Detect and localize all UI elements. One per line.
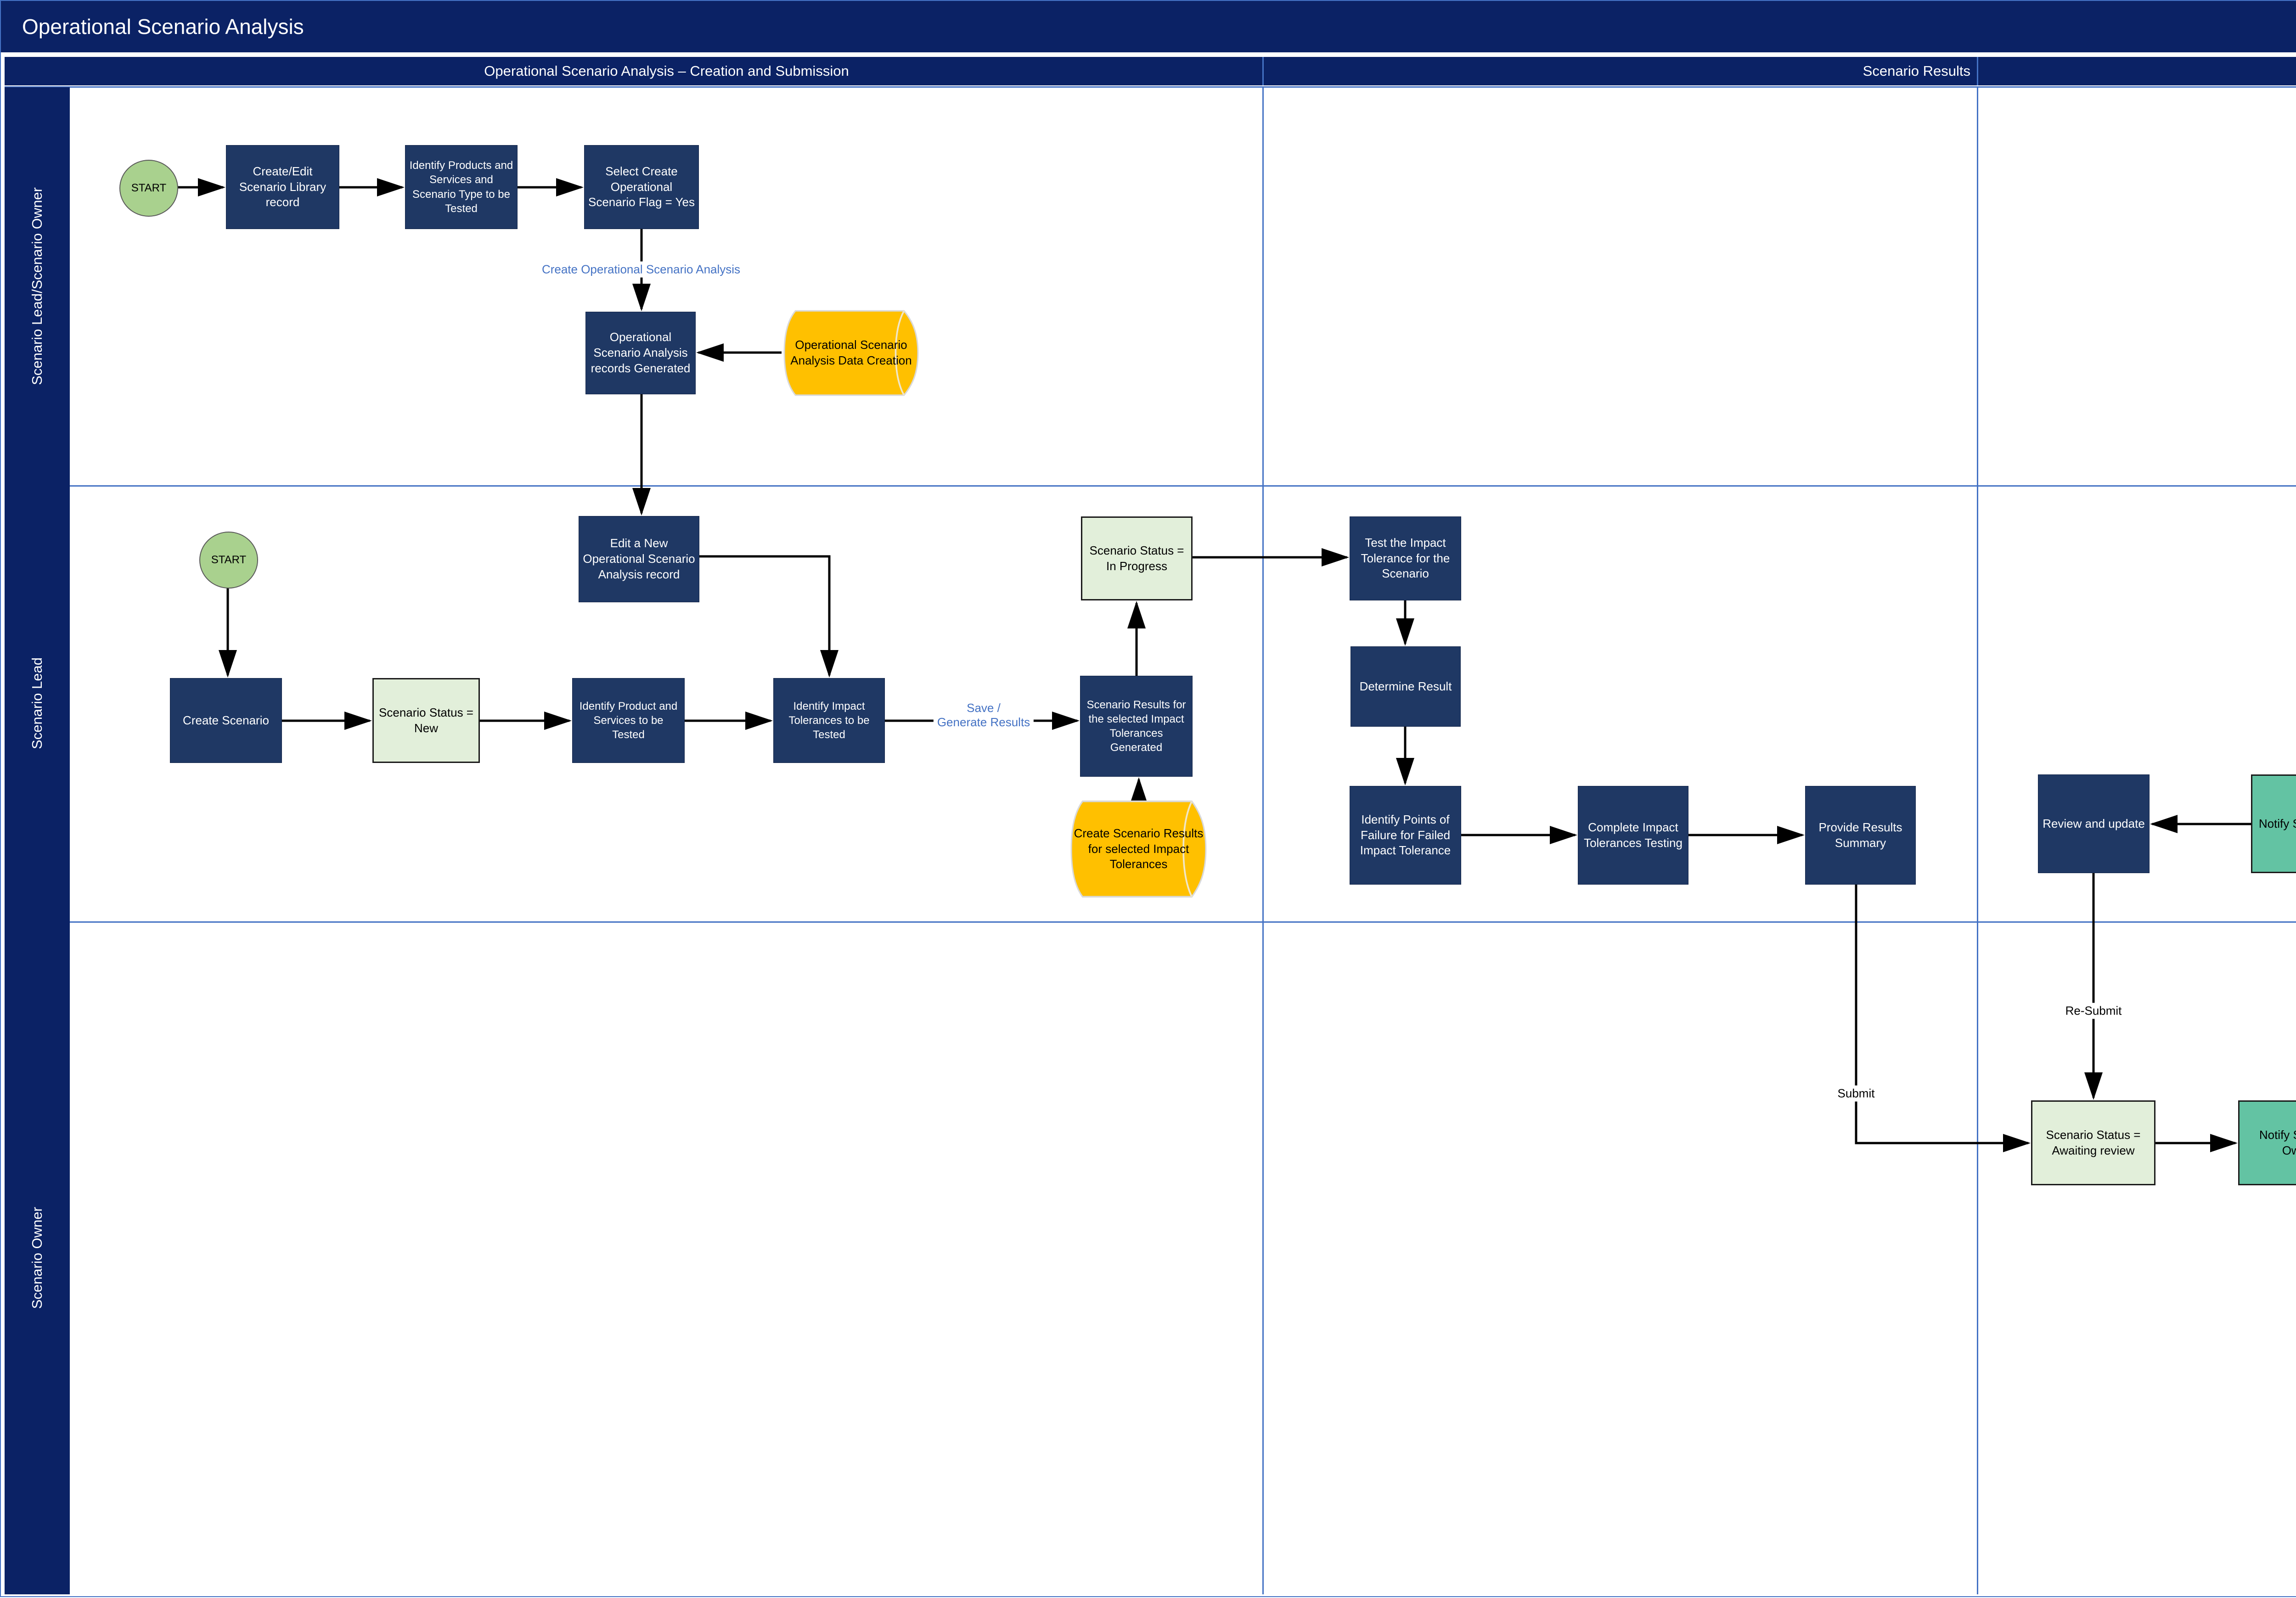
results-generated-node: Scenario Results for the selected Impact…	[1080, 676, 1193, 777]
complete-impact-testing-node: Complete Impact Tolerances Testing	[1578, 786, 1688, 885]
edge-label-save-generate: Save / Generate Results	[933, 700, 1034, 730]
phase-header-creation-submission: Operational Scenario Analysis – Creation…	[484, 63, 849, 79]
create-scenario-node: Create Scenario	[170, 678, 282, 763]
column-divider-1	[1262, 87, 1264, 1594]
status-awaiting-review-node: Scenario Status = Awaiting review	[2031, 1100, 2155, 1185]
column-divider-2	[1977, 87, 1978, 1594]
edge-edit-new-record-to-identify-impact	[699, 555, 838, 678]
edit-new-record-node: Edit a New Operational Scenario Analysis…	[579, 516, 699, 602]
determine-result-node: Determine Result	[1351, 646, 1461, 727]
start-node-lane1: START	[119, 160, 178, 217]
select-create-flag-node: Select Create Operational Scenario Flag …	[584, 145, 699, 229]
edge-label-create-osa: Create Operational Scenario Analysis	[538, 261, 744, 278]
identify-product-tested-node: Identify Product and Services to be Test…	[572, 678, 685, 763]
identify-impact-tolerances-node: Identify Impact Tolerances to be Tested	[773, 678, 885, 763]
data-creation-feed-node: Operational Scenario Analysis Data Creat…	[782, 309, 921, 397]
identify-products-services-node: Identify Products and Services and Scena…	[405, 145, 518, 229]
data-feed-shape	[1070, 800, 1207, 898]
status-in-progress-node: Scenario Status = In Progress	[1081, 516, 1193, 600]
start-node-lane2: START	[199, 532, 258, 589]
data-feed-shape	[783, 310, 919, 396]
edge-provide-summary-to-awaiting-review	[1855, 885, 2031, 1152]
lane-divider-1	[70, 485, 2296, 487]
phase-header-review: Operational Scenario Analysis – Review	[1977, 57, 2296, 85]
notify-lead-needs-info-node: Notify Scenario Lead	[2251, 774, 2296, 873]
lane-label-scenario-lead: Scenario Lead	[29, 657, 45, 749]
status-new-node: Scenario Status = New	[372, 678, 480, 763]
edge-label-submit: Submit	[1834, 1085, 1879, 1102]
create-edit-scenario-library-node: Create/Edit Scenario Library record	[226, 145, 339, 229]
lane-label-strip	[5, 87, 70, 1594]
notify-scenario-owner-node: Notify Scenario Owner	[2238, 1100, 2296, 1185]
records-generated-node: Operational Scenario Analysis records Ge…	[585, 312, 696, 394]
phase-header-band: Operational Scenario Analysis – Creation…	[5, 57, 2296, 85]
lane-divider-2	[70, 921, 2296, 923]
create-scenario-results-feed-node: Create Scenario Results for selected Imp…	[1069, 800, 1209, 898]
identify-points-failure-node: Identify Points of Failure for Failed Im…	[1350, 786, 1461, 885]
lane-label-scenario-lead-owner: Scenario Lead/Scenario Owner	[29, 187, 45, 385]
provide-results-summary-node: Provide Results Summary	[1805, 786, 1916, 885]
edge-label-resubmit: Re-Submit	[2061, 1003, 2126, 1019]
review-and-update-node: Review and update	[2038, 774, 2150, 873]
test-impact-tolerance-node: Test the Impact Tolerance for the Scenar…	[1350, 516, 1461, 600]
content-top-border	[5, 86, 2296, 88]
page-title: Operational Scenario Analysis	[1, 1, 2296, 52]
phase-header-scenario-results: Scenario Results	[1262, 57, 1977, 85]
lane-label-scenario-owner: Scenario Owner	[29, 1206, 45, 1309]
